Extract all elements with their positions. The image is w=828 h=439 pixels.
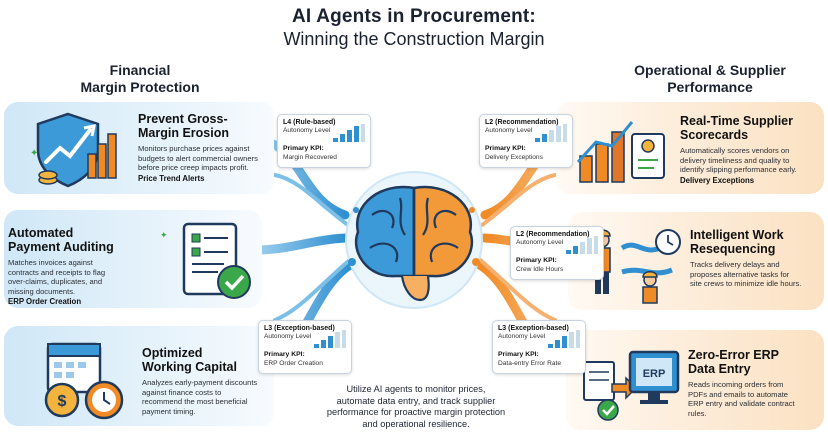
- left-section-heading: Financial Margin Protection: [50, 62, 230, 96]
- autonomy-bars-icon: [314, 330, 346, 348]
- kpi-level: L2 (Recommendation): [516, 231, 590, 238]
- kpi-level: L2 (Recommendation): [485, 119, 559, 126]
- kpi-label: Primary KPI:: [485, 145, 526, 152]
- shield-chart-icon: [36, 112, 117, 188]
- card-bold-label: Delivery Exceptions: [680, 175, 755, 185]
- kpi-label: Primary KPI:: [283, 145, 324, 152]
- page-title: AI Agents in Procurement:: [292, 6, 536, 27]
- kpi-value: ERP Order Creation: [264, 360, 323, 367]
- sparkle-icon: ✦: [30, 148, 39, 159]
- kpi-box-margin-recovered: L4 (Rule-based) Autonomy Level Primary K…: [277, 114, 371, 168]
- left-heading-line1: Financial: [109, 62, 171, 78]
- card-bold-label: Price Trend Alerts: [138, 173, 205, 183]
- left-heading-line2: Margin Protection: [80, 79, 200, 95]
- erp-label: ERP: [643, 368, 666, 380]
- kpi-value: Crew Idle Hours: [516, 266, 564, 273]
- kpi-label: Primary KPI:: [264, 351, 305, 358]
- kpi-autonomy: Autonomy Level: [516, 239, 564, 246]
- kpi-value: Margin Recovered: [283, 154, 337, 161]
- autonomy-bars-icon: [548, 330, 580, 348]
- brain-icon: [345, 171, 483, 309]
- card-title: Prevent Gross-Margin Erosion: [138, 112, 229, 140]
- kpi-autonomy: Autonomy Level: [485, 127, 533, 134]
- kpi-box-crew-idle-hours: L2 (Recommendation) Autonomy Level Prima…: [510, 226, 604, 280]
- autonomy-bars-icon: [333, 124, 365, 142]
- kpi-box-erp-order-creation: L3 (Exception-based) Autonomy Level Prim…: [258, 320, 352, 374]
- kpi-value: Delivery Exceptions: [485, 154, 543, 161]
- kpi-autonomy: Autonomy Level: [264, 333, 312, 340]
- right-section-heading: Operational & Supplier Performance: [610, 62, 810, 96]
- kpi-level: L4 (Rule-based): [283, 119, 336, 126]
- svg-text:$: $: [58, 393, 67, 410]
- autonomy-bars-icon: [535, 124, 567, 142]
- autonomy-bars-icon: [566, 236, 598, 254]
- sparkle-icon: ✦: [160, 230, 168, 240]
- kpi-level: L3 (Exception-based): [264, 325, 335, 332]
- right-heading-line2: Performance: [667, 79, 753, 95]
- kpi-box-delivery-exceptions: L2 (Recommendation) Autonomy Level Prima…: [479, 114, 573, 168]
- kpi-label: Primary KPI:: [498, 351, 539, 358]
- card-bold-label: ERP Order Creation: [8, 297, 82, 307]
- erp-monitor-icon: ERP: [583, 350, 680, 421]
- kpi-label: Primary KPI:: [516, 257, 557, 264]
- kpi-value: Data-entry Error Rate: [498, 360, 562, 367]
- calendar-money-icon: $: [44, 342, 124, 420]
- kpi-level: L3 (Exception-based): [498, 325, 569, 332]
- kpi-autonomy: Autonomy Level: [498, 333, 546, 340]
- card-prevent-margin-erosion: Prevent Gross-Margin Erosion Monitors pu…: [4, 102, 274, 194]
- summary-text: Utilize AI agents to monitor prices, aut…: [326, 384, 506, 429]
- page-subtitle: Winning the Construction Margin: [283, 29, 545, 49]
- document-check-icon: [182, 222, 251, 299]
- kpi-box-data-entry-error-rate: L3 (Exception-based) Autonomy Level Prim…: [492, 320, 586, 374]
- bar-chart-icon: [576, 121, 665, 183]
- kpi-autonomy: Autonomy Level: [283, 127, 331, 134]
- right-heading-line1: Operational & Supplier: [634, 62, 786, 78]
